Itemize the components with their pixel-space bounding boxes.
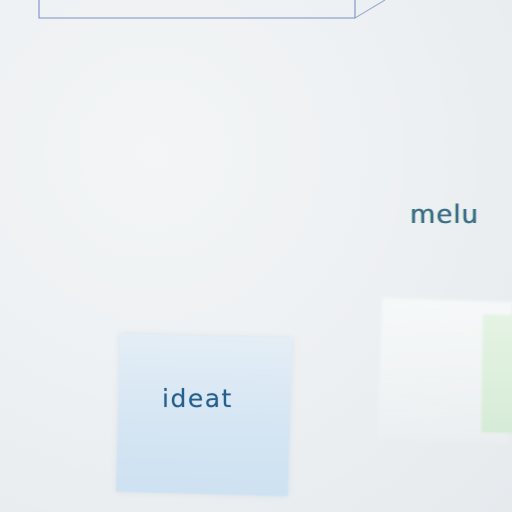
melu-text: melu	[410, 200, 480, 230]
wireframe-box-drawing	[38, 0, 386, 19]
blue-sticky-note	[115, 333, 293, 497]
ideat-text: ideat	[162, 384, 233, 413]
green-sticky-note	[480, 314, 512, 434]
